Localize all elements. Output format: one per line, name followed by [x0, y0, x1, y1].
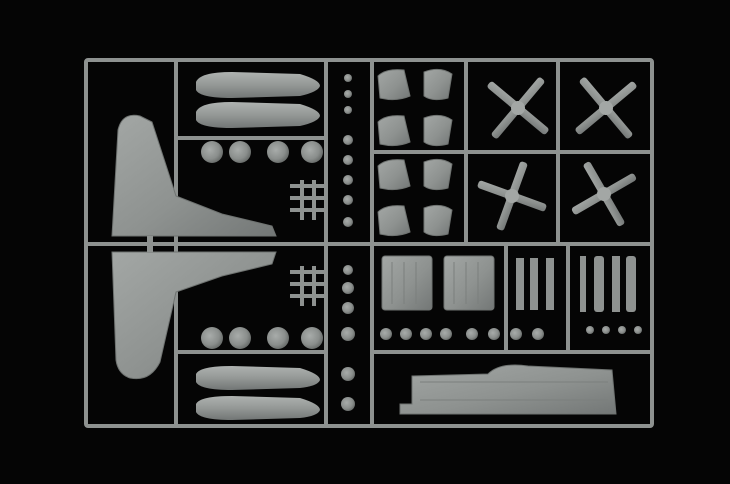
drop-tank-2: [196, 102, 320, 128]
nacelle-panel-lines: [391, 262, 479, 304]
nacelle-panels: [381, 255, 495, 311]
drop-tank-1: [196, 72, 320, 98]
tail-fin-lower: [111, 251, 277, 380]
propeller-2: [575, 77, 637, 139]
wheel-set-upper: [201, 141, 323, 163]
propeller-3: [477, 161, 547, 231]
propeller-1: [487, 77, 549, 139]
tiny-parts-column: [341, 74, 355, 411]
small-parts-upper: [290, 180, 324, 220]
small-round-parts: [380, 326, 642, 340]
tail-fin-upper: [111, 114, 277, 237]
small-parts-lower: [290, 266, 324, 306]
engine-cowlings: [377, 68, 453, 237]
drop-tank-3: [196, 366, 320, 390]
sprue-frame: [84, 58, 654, 428]
drop-tank-4: [196, 396, 320, 420]
wheel-set-lower: [201, 327, 323, 349]
fuselage-panel: [399, 364, 617, 415]
propeller-4: [571, 161, 637, 227]
landing-gear-parts: [516, 256, 636, 312]
